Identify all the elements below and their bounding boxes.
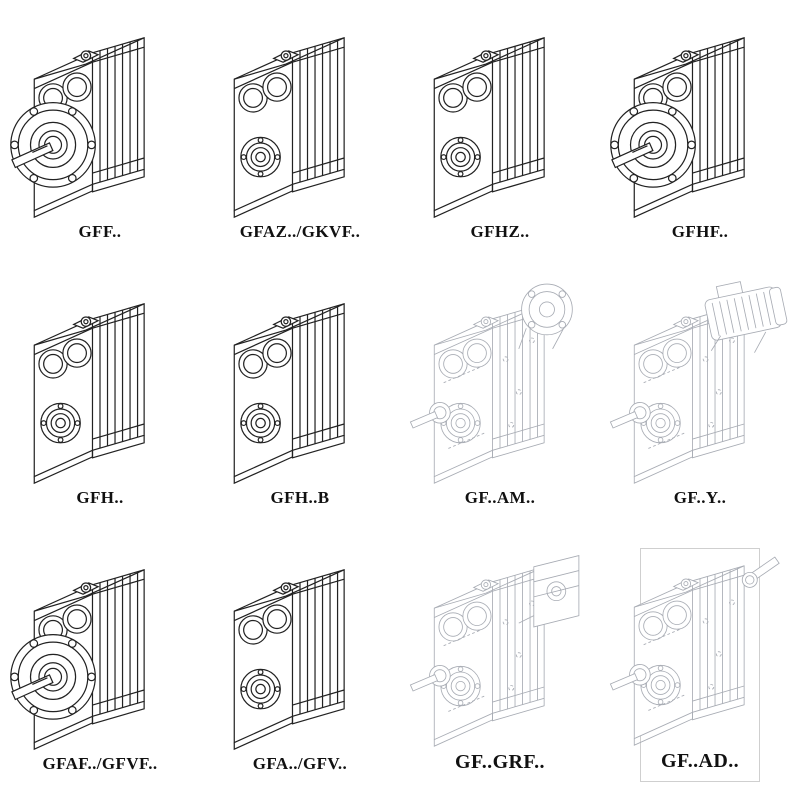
gearbox-hollow-shaft-drawing — [5, 270, 195, 486]
cell-gf-ad: GF..AD.. — [640, 548, 760, 782]
cell-gfaf-gfvf: GFAF../GFVF.. — [40, 548, 160, 782]
gearbox-hollow-shaft-drawing — [205, 270, 395, 486]
cell-gfh-b: GFH..B — [240, 282, 360, 516]
model-label: GF..AD.. — [660, 750, 740, 772]
gearbox-hollow-shaft-drawing — [205, 536, 395, 752]
model-label: GFF.. — [78, 222, 122, 241]
cell-gf-grf: GF..GRF.. — [440, 548, 560, 782]
cell-gfaz-gkvf: GFAZ../GKVF.. — [240, 16, 360, 250]
cell-gf-y: GF..Y.. — [640, 282, 760, 516]
model-label: GFA../GFV.. — [252, 754, 348, 773]
cell-gfa-gfv: GFA../GFV.. — [240, 548, 360, 782]
gearbox-hollow-shaft-drawing — [405, 4, 595, 220]
model-label: GF..AM.. — [464, 488, 536, 507]
model-label: GFH.. — [76, 488, 124, 507]
gearbox-hollow-shaft-drawing — [205, 4, 395, 220]
gearbox-flange-output-drawing — [5, 4, 195, 220]
ghost-gearbox-input-cover-drawing — [405, 533, 595, 749]
gearbox-flange-output-drawing — [5, 536, 195, 752]
cell-gff: GFF.. — [40, 16, 160, 250]
cell-gfhf: GFHF.. — [640, 16, 760, 250]
ghost-gearbox-mounted-motor-drawing — [605, 270, 795, 486]
gearbox-flange-output-drawing — [605, 4, 795, 220]
model-label: GFHZ.. — [470, 222, 530, 241]
cell-gfhz: GFHZ.. — [440, 16, 560, 250]
model-label: GF..GRF.. — [455, 751, 545, 773]
ghost-gearbox-input-shaft-drawing — [605, 532, 795, 748]
ghost-gearbox-motor-flange-drawing — [405, 270, 595, 486]
cell-gfh: GFH.. — [40, 282, 160, 516]
cell-gf-am: GF..AM.. — [440, 282, 560, 516]
model-label: GF..Y.. — [673, 488, 727, 507]
model-label: GFAZ../GKVF.. — [239, 222, 361, 241]
model-label: GFAF../GFVF.. — [42, 754, 158, 773]
model-label: GFH..B — [270, 488, 330, 507]
model-label: GFHF.. — [671, 222, 729, 241]
